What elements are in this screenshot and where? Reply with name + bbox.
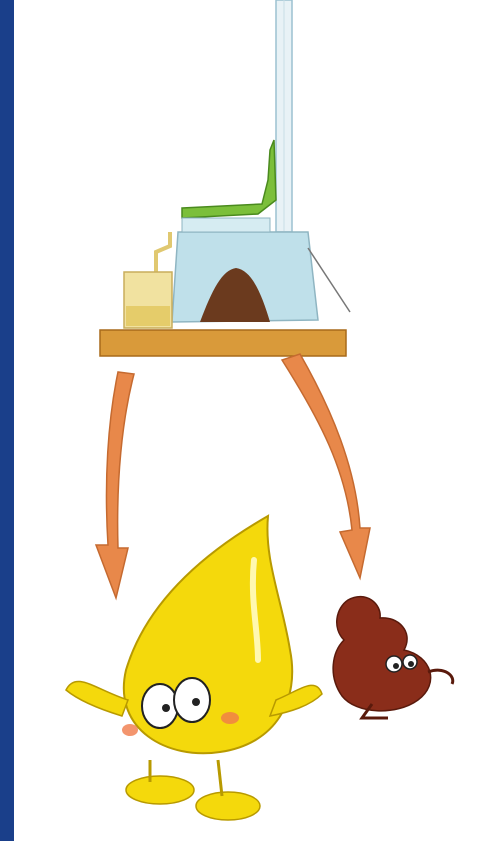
feces-character <box>333 597 453 718</box>
urine-tank <box>124 232 172 328</box>
arrow-to-urine <box>96 372 134 598</box>
vent-pipe <box>276 0 292 232</box>
compost-chamber <box>172 232 350 322</box>
arrow-to-feces <box>282 354 370 578</box>
toilet-seat <box>182 140 276 232</box>
wooden-shelf <box>100 330 346 356</box>
